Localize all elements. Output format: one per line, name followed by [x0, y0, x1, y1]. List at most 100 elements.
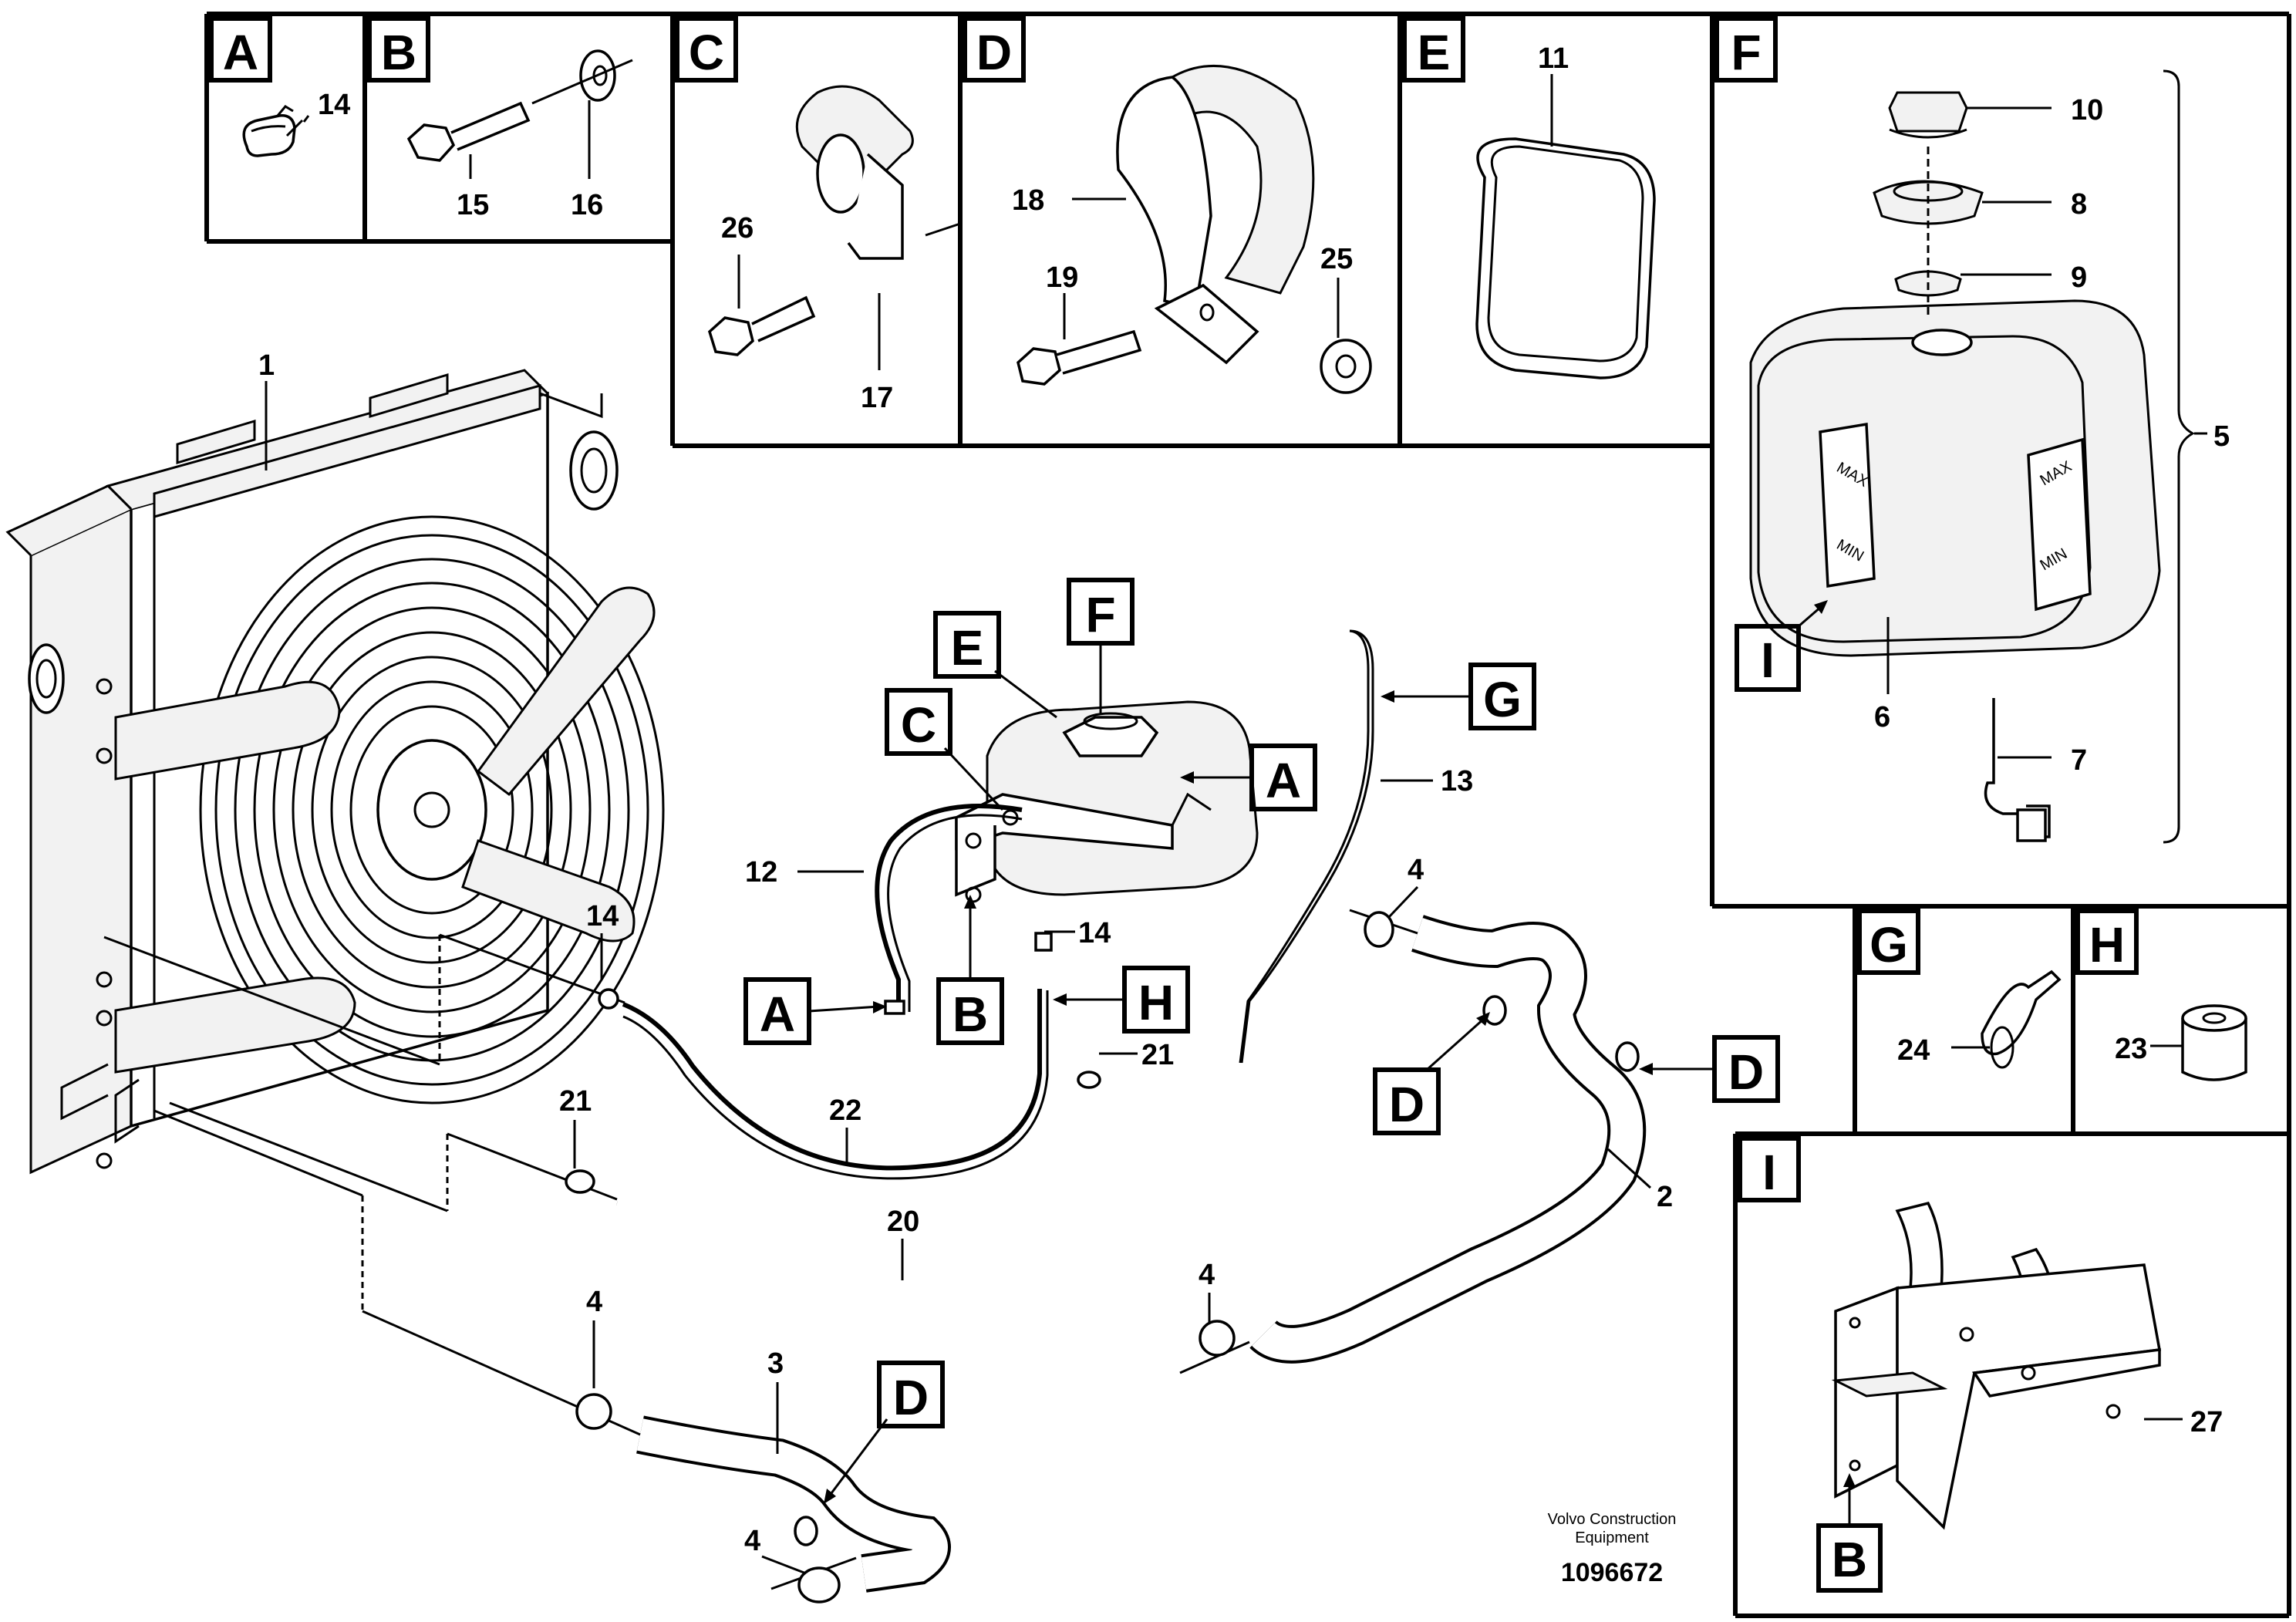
svg-text:27: 27	[2190, 1406, 2223, 1438]
svg-text:19: 19	[1046, 261, 1078, 294]
svg-text:13: 13	[1441, 765, 1473, 798]
svg-text:D: D	[893, 1370, 929, 1425]
callout-d-right: D	[1639, 1035, 1780, 1103]
hose-13	[1239, 629, 1374, 1064]
detail-box-h-label: H	[2075, 909, 2139, 975]
svg-text:F: F	[1731, 25, 1761, 80]
detail-box-c-label: C	[675, 16, 738, 83]
box-a-content: 14	[242, 89, 350, 157]
box-g-content: 24	[1897, 969, 2062, 1069]
detail-box-f-label: F	[1714, 16, 1778, 83]
svg-text:E: E	[1418, 25, 1451, 80]
callout-e: E	[933, 611, 1057, 719]
box-c-content: 26 17	[707, 85, 961, 414]
svg-text:16: 16	[571, 189, 603, 221]
svg-text:1: 1	[258, 349, 275, 382]
svg-text:20: 20	[887, 1206, 919, 1238]
svg-text:18: 18	[1012, 184, 1044, 217]
callout-d-center: D	[1373, 1012, 1490, 1135]
main-part-labels: 2 3 4 4 4 4 12 13 14 14 20 21 21 22	[559, 765, 1673, 1575]
svg-text:D: D	[1389, 1077, 1424, 1132]
box-i-content: 27 B	[1816, 1201, 2223, 1593]
box-h-content: 23	[2115, 1004, 2247, 1081]
svg-text:14: 14	[1078, 917, 1111, 949]
svg-text:C: C	[689, 25, 724, 80]
svg-text:A: A	[223, 25, 258, 80]
detail-letter-tabs: A B C D E F G H I	[209, 16, 2139, 1202]
svg-text:3: 3	[767, 1347, 784, 1380]
svg-text:6: 6	[1874, 701, 1890, 733]
svg-text:25: 25	[1320, 243, 1353, 275]
svg-text:D: D	[976, 25, 1012, 80]
callout-b: B	[936, 895, 1004, 1045]
detail-box-d-label: D	[963, 16, 1026, 83]
manufacturer-line-1: Volvo Construction	[1548, 1511, 1677, 1528]
detail-box-b-label: B	[367, 16, 430, 83]
svg-text:2: 2	[1657, 1181, 1673, 1213]
hose-clamps	[565, 911, 1640, 1603]
connection-lines	[103, 909, 1418, 1590]
callout-c: C	[885, 688, 1004, 811]
svg-text:26: 26	[721, 212, 754, 244]
detail-box-e-label: E	[1402, 16, 1465, 83]
detail-box-i-label: I	[1738, 1136, 1801, 1202]
svg-text:4: 4	[586, 1286, 602, 1318]
detail-box-a-label: A	[209, 16, 272, 83]
box-e-content: 11	[1475, 42, 1656, 379]
detail-box-g-label: G	[1857, 909, 1920, 975]
svg-text:I: I	[1761, 632, 1775, 688]
footer: Volvo Construction Equipment 1096672	[1548, 1511, 1677, 1587]
box-b-content: 15 16	[406, 49, 633, 221]
svg-text:4: 4	[744, 1525, 760, 1557]
svg-text:23: 23	[2115, 1033, 2147, 1065]
svg-text:15: 15	[457, 189, 489, 221]
hose-22	[622, 932, 1053, 1180]
hose-20	[614, 1071, 1104, 1297]
fan-guard	[199, 515, 665, 1104]
svg-text:E: E	[951, 620, 984, 676]
svg-text:10: 10	[2071, 94, 2103, 126]
svg-text:24: 24	[1897, 1034, 1930, 1067]
hose-2	[1249, 915, 1647, 1364]
manufacturer-line-2: Equipment	[1575, 1529, 1649, 1546]
svg-text:11: 11	[1538, 42, 1569, 75]
svg-text:21: 21	[1141, 1039, 1174, 1071]
svg-text:21: 21	[559, 1085, 592, 1118]
svg-text:22: 22	[829, 1094, 861, 1127]
callout-d-lower: D	[824, 1361, 945, 1504]
svg-text:14: 14	[318, 89, 350, 121]
main-callouts: E F C A G A B H D	[743, 578, 1780, 1504]
svg-text:5: 5	[2213, 420, 2230, 453]
svg-text:A: A	[1266, 753, 1301, 808]
svg-text:H: H	[1138, 975, 1174, 1030]
svg-text:C: C	[901, 697, 936, 753]
svg-text:12: 12	[745, 856, 777, 889]
svg-text:H: H	[2089, 917, 2125, 973]
svg-text:F: F	[1085, 587, 1115, 642]
detail-frames	[204, 12, 2291, 1618]
svg-text:14: 14	[586, 900, 619, 932]
svg-text:B: B	[952, 986, 988, 1042]
callout-f: F	[1067, 578, 1135, 713]
callout-h: H	[1053, 966, 1190, 1034]
svg-text:7: 7	[2071, 744, 2087, 777]
svg-text:G: G	[1483, 672, 1522, 727]
callout-g: G	[1381, 663, 1536, 730]
box-f-content: MAX MIN MAX MIN 10 8 9 5 6 7 I	[1735, 69, 2230, 844]
svg-text:8: 8	[2071, 188, 2087, 221]
callout-a-right: A	[1180, 744, 1317, 811]
svg-text:9: 9	[2071, 261, 2087, 294]
svg-text:B: B	[381, 25, 416, 80]
radiator-assembly: 1	[5, 349, 665, 1175]
svg-text:B: B	[1832, 1532, 1867, 1587]
svg-text:17: 17	[861, 382, 893, 414]
svg-text:4: 4	[1199, 1259, 1215, 1291]
box-d-content: 18 19 25	[1012, 64, 1372, 394]
hose-3	[636, 1415, 951, 1593]
svg-text:I: I	[1762, 1145, 1776, 1200]
svg-text:G: G	[1870, 917, 1908, 973]
figure-id: 1096672	[1561, 1558, 1663, 1587]
callout-a-left: A	[743, 977, 887, 1045]
svg-text:4: 4	[1408, 854, 1424, 886]
